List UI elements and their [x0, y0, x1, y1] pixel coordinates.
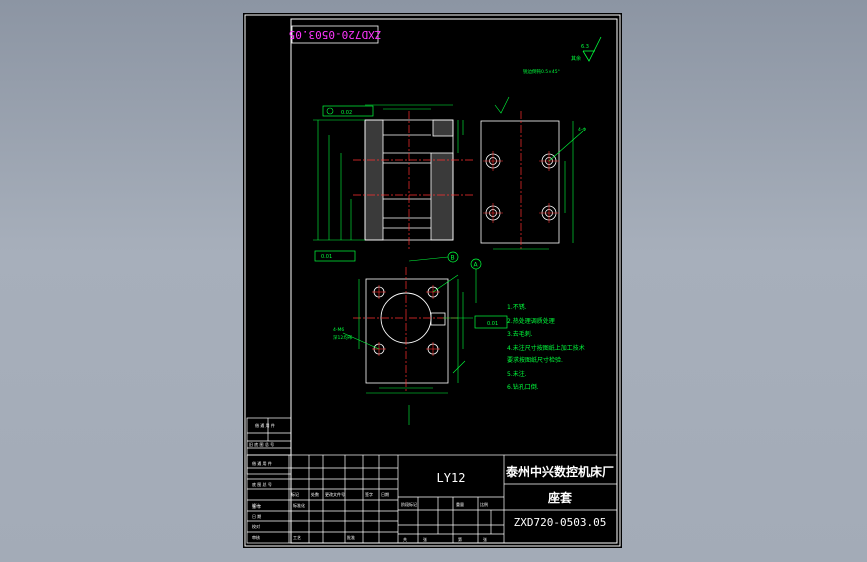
tb-label-2: 底 图 总 号 [252, 481, 272, 487]
tb-label-3: 签 字 [252, 503, 261, 509]
note-4: 4.未注尺寸按图纸上加工技术 [507, 344, 585, 352]
datum-a-label: A [474, 262, 479, 269]
side-label: 4-M6 [333, 327, 344, 333]
perp-tol: 0.01 [487, 321, 498, 327]
top-view: A 0.01 4-M6 深12均布 [333, 258, 508, 425]
drawing-no-text: ZXD720-0503.05 [514, 516, 607, 529]
flatness-tol: 0.02 [341, 110, 352, 116]
cad-drawing: ZXD720-0503.05 借 通 用 件 旧 底 图 总 号 [244, 14, 621, 547]
outer-frame [244, 14, 621, 547]
parallel-tol: 0.01 [321, 254, 332, 260]
hdr-file: 更改文件号 [325, 491, 345, 497]
tech-notes: 1.不锈. 2.热处理调质处理 3.去毛刺. 4.未注尺寸按图纸上加工技术 要求… [507, 303, 585, 391]
role-check: 校对 [252, 523, 260, 529]
hdr-sign: 签字 [365, 491, 373, 497]
note-6: 5.未注. [507, 370, 527, 378]
part-name-text: 座套 [547, 490, 573, 505]
title-block-lines [246, 454, 618, 544]
footer-total: 共 [403, 536, 407, 542]
rotated-code: ZXD720-0503.05 [289, 28, 382, 41]
hdr-date: 日期 [381, 491, 389, 497]
datum-b-label: B [451, 255, 455, 262]
hdr-mark: 标记 [291, 491, 299, 497]
roughness-symbol [582, 36, 602, 62]
note-5: 要求按图纸尺寸检验. [507, 356, 563, 364]
drawing-sheet: ZXD720-0503.05 借 通 用 件 旧 底 图 总 号 [243, 13, 622, 548]
footer-sheet-b: 张 [483, 536, 487, 542]
role-design: 设计 [252, 502, 260, 508]
role-approve: 批准 [347, 534, 355, 540]
role-craft: 工艺 [293, 535, 301, 540]
hole-note: 4-Φ [578, 127, 586, 133]
note-3: 3.去毛刺. [507, 330, 533, 338]
footer-sheet-a: 张 [423, 536, 427, 542]
note-2: 2.热处理调质处理 [507, 317, 555, 325]
role-std: 标准化 [293, 502, 305, 508]
footer-no: 第 [458, 536, 462, 542]
note-7: 6.钻孔口倒. [507, 383, 539, 391]
weight-label: 重量 [456, 501, 464, 507]
code-box [291, 25, 379, 44]
bind-label-2: 旧 底 图 总 号 [249, 441, 274, 447]
roughness-note-2: 锐边倒钝0.5×45° [523, 68, 560, 75]
side-label-2: 深12均布 [333, 334, 353, 341]
scale-label: 比例 [480, 501, 488, 507]
roughness-note: 其余 [571, 55, 581, 62]
note-1: 1.不锈. [507, 303, 527, 311]
role-review: 审核 [252, 534, 260, 540]
hdr-count: 处数 [311, 491, 319, 497]
tb-label-4: 日 期 [252, 513, 261, 519]
tb-label-0: 借 通 用 件 [252, 460, 272, 466]
section-view: 0.01 0.02 B [313, 104, 473, 263]
side-view: 4-Φ [480, 96, 586, 251]
material-text: LY12 [437, 471, 466, 485]
stage-label: 阶段标记 [401, 501, 417, 507]
roughness-value: 6.3 [581, 44, 589, 50]
company-text: 泰州中兴数控机床厂 [505, 464, 614, 479]
bind-label-1: 借 通 用 件 [255, 422, 275, 428]
